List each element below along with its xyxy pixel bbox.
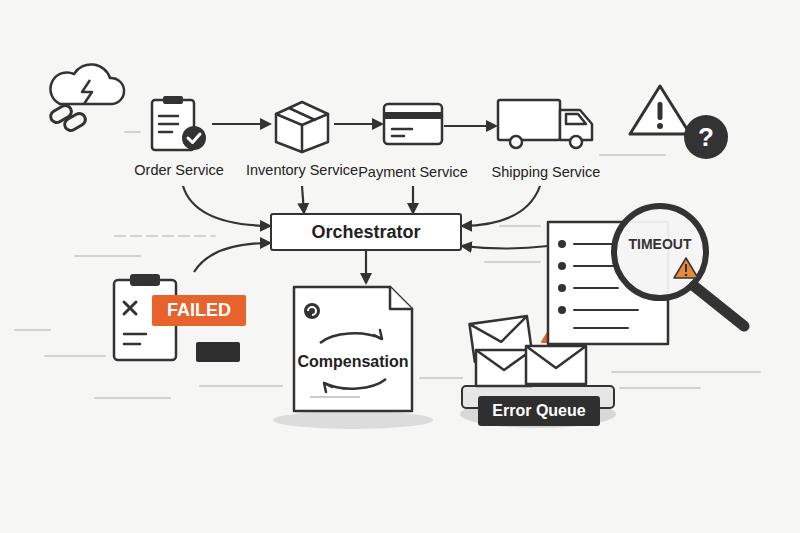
service-node: Payment Service: [382, 96, 444, 186]
document-shadow: [273, 411, 433, 429]
symbol-label: ?: [698, 122, 714, 153]
node-label: Inventory Service: [246, 162, 358, 178]
service-node-outline: [382, 96, 444, 152]
log-document: TIMEOUT: [548, 222, 668, 346]
node-label: Orchestrator: [272, 222, 460, 243]
node-label: Payment Service: [358, 164, 468, 180]
guide-lines: [15, 132, 760, 398]
node-label: Shipping Service: [492, 164, 601, 180]
flow-arrow: [365, 251, 367, 283]
warning-icon: [630, 86, 690, 134]
node-label: FAILED: [152, 295, 246, 326]
orchestrator-box: Orchestrator: [270, 213, 462, 251]
flow-arrow: [462, 186, 540, 226]
flow-arrow: [462, 246, 548, 249]
service-node-outline: [146, 94, 212, 152]
flow-arrow: [334, 123, 382, 125]
flow-arrow: [194, 243, 270, 272]
node-label: Compensation: [290, 353, 416, 371]
node-label: Order Service: [134, 162, 223, 178]
error-queue-band: Error Queue: [478, 396, 600, 426]
compensation-document-outline: [290, 283, 416, 415]
queue-platform: [460, 386, 616, 428]
flow-arrow: [412, 186, 414, 213]
service-node-outline: [270, 94, 334, 152]
service-node: Inventory Service: [270, 94, 334, 186]
service-node: Shipping Service: [496, 96, 596, 186]
cloud-icon: [50, 64, 124, 104]
flow-arrow: [444, 125, 496, 127]
service-node: Order Service: [146, 94, 212, 186]
flow-arrow: [212, 123, 270, 125]
chain-icon: [48, 103, 87, 132]
service-node-outline: [496, 96, 596, 152]
flow-arrow: [183, 186, 270, 226]
question-badge: [684, 115, 728, 159]
flow-arrow: [302, 186, 304, 213]
node-label: TIMEOUT: [629, 236, 692, 252]
compensation-document: Compensation: [290, 283, 416, 415]
node-label: Error Queue: [478, 402, 600, 420]
failed-clipboard: FAILED: [112, 272, 246, 364]
